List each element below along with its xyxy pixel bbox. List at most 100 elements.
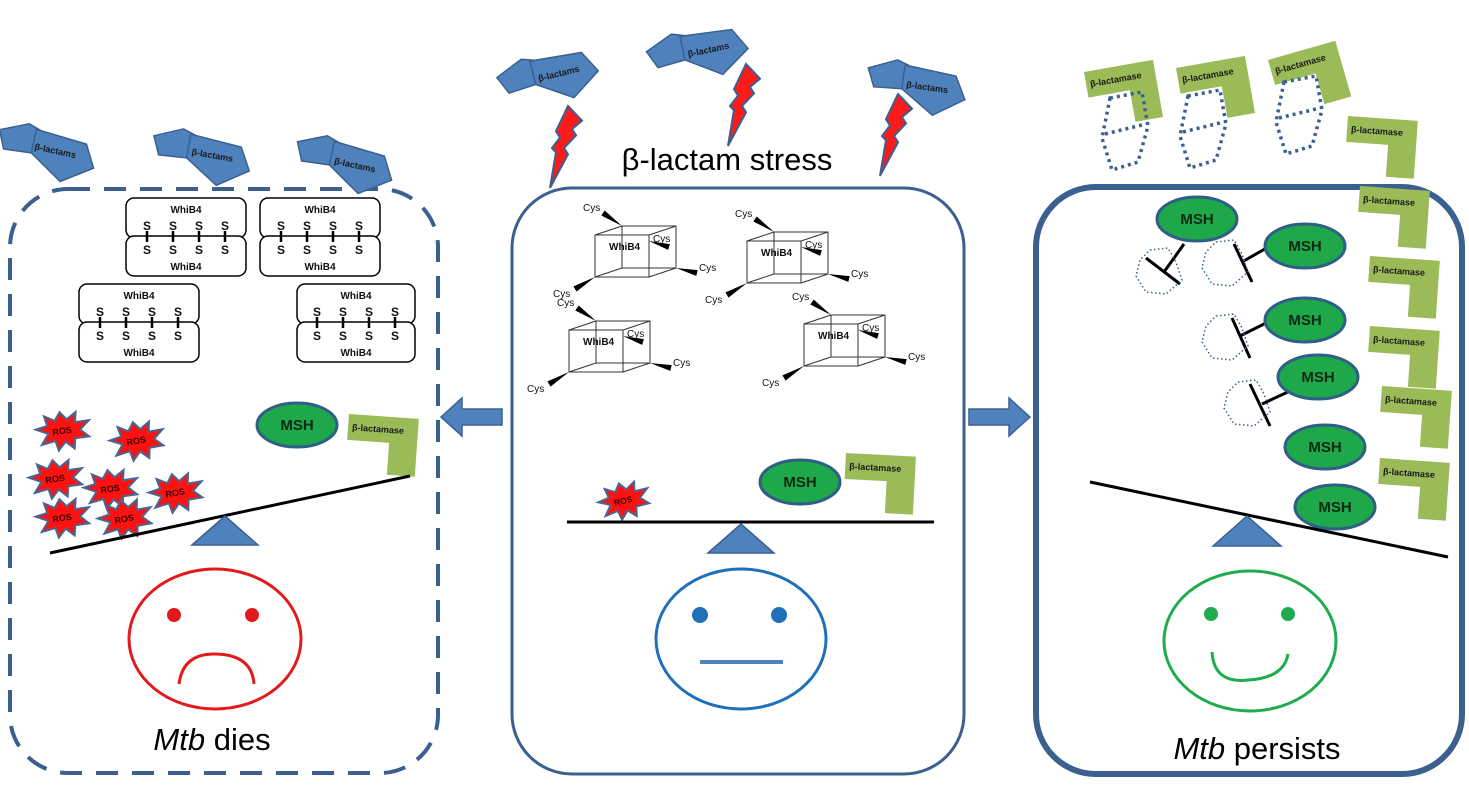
balance-beam bbox=[49, 474, 411, 555]
drug-molecule: β-lactams bbox=[0, 117, 101, 189]
stress-title: β-lactam stress bbox=[622, 142, 833, 177]
sulfur-label: S bbox=[169, 243, 177, 257]
svg-text:MSH: MSH bbox=[1180, 211, 1213, 228]
cys-bond bbox=[828, 274, 850, 282]
cys-bond bbox=[573, 277, 595, 292]
beta-lactamase: β-lactamase bbox=[842, 453, 916, 515]
svg-text:ROS: ROS bbox=[52, 425, 73, 438]
msh-conjugate: MSH bbox=[1135, 195, 1239, 295]
svg-text:β-lactamase: β-lactamase bbox=[1373, 334, 1426, 348]
left-panel: β-lactams β-lactams β-lactams WhiB4 WhiB… bbox=[0, 117, 440, 775]
sulfur-label: S bbox=[391, 305, 399, 319]
sulfur-label: S bbox=[174, 305, 182, 319]
svg-text:β-lactamase: β-lactamase bbox=[1383, 466, 1436, 480]
whib4-label: WhiB4 bbox=[609, 242, 641, 253]
sulfur-label: S bbox=[148, 329, 156, 343]
drug-molecule: β-lactams bbox=[493, 41, 604, 116]
svg-text:MSH: MSH bbox=[1301, 369, 1334, 386]
beta-lactamase: β-lactamase bbox=[1365, 326, 1440, 389]
svg-text:β-lactamase: β-lactamase bbox=[352, 422, 405, 436]
svg-text:MSH: MSH bbox=[1288, 312, 1321, 329]
drug-molecule: β-lactams bbox=[643, 18, 753, 90]
cys-bond bbox=[601, 210, 622, 226]
svg-text:ROS: ROS bbox=[114, 512, 135, 525]
sulfur-label: S bbox=[169, 219, 177, 233]
beta-lactamase: β-lactamase bbox=[1268, 40, 1352, 116]
sulfur-label: S bbox=[329, 243, 337, 257]
sulfur-label: S bbox=[96, 305, 104, 319]
svg-text:WhiB4: WhiB4 bbox=[304, 205, 336, 216]
ros-burst: ROS bbox=[593, 476, 655, 526]
happy-face-icon bbox=[1162, 569, 1338, 713]
cys-label: Cys bbox=[851, 269, 868, 280]
svg-text:WhiB4: WhiB4 bbox=[123, 348, 155, 359]
sulfur-label: S bbox=[313, 305, 321, 319]
cys-label: Cys bbox=[557, 298, 574, 309]
sulfur-label: S bbox=[339, 305, 347, 319]
cys-bond bbox=[885, 357, 907, 365]
svg-text:ROS: ROS bbox=[165, 486, 186, 499]
sulfur-label: S bbox=[143, 219, 151, 233]
msh-molecule: MSH bbox=[1283, 423, 1367, 471]
cell-membrane bbox=[510, 186, 966, 776]
beta-lactamase: β-lactamase bbox=[1365, 256, 1440, 319]
cys-label: Cys bbox=[908, 352, 925, 363]
whib4-label: WhiB4 bbox=[583, 337, 615, 348]
balance-fulcrum bbox=[706, 523, 776, 554]
cys-label: Cys bbox=[653, 234, 670, 245]
cys-bond bbox=[547, 372, 569, 387]
cys-bond bbox=[649, 241, 670, 250]
cys-label: Cys bbox=[862, 323, 879, 334]
sulfur-label: S bbox=[313, 329, 321, 343]
cys-label: Cys bbox=[762, 378, 779, 389]
sulfur-label: S bbox=[355, 243, 363, 257]
cys-bond bbox=[650, 363, 672, 371]
sulfur-label: S bbox=[355, 219, 363, 233]
cys-label: Cys bbox=[627, 329, 644, 340]
sulfur-label: S bbox=[329, 219, 337, 233]
sulfur-label: S bbox=[339, 329, 347, 343]
balance-fulcrum bbox=[190, 515, 260, 546]
msh-molecule: MSH bbox=[758, 458, 842, 506]
cys-bond bbox=[782, 366, 804, 381]
outcome-caption-persists: Mtb persists bbox=[1173, 731, 1340, 766]
ros-burst: ROS bbox=[145, 468, 208, 518]
svg-text:β-lactamase: β-lactamase bbox=[1385, 394, 1438, 408]
beta-lactamase: β-lactamase bbox=[1377, 386, 1452, 449]
balance-fulcrum bbox=[1211, 514, 1283, 547]
drug-molecule: β-lactams bbox=[862, 55, 970, 121]
ros-burst: ROS bbox=[106, 416, 169, 466]
cys-label: Cys bbox=[699, 263, 716, 274]
cys-bond bbox=[858, 330, 879, 339]
sulfur-label: S bbox=[365, 305, 373, 319]
beta-lactamase: β-lactamase bbox=[1343, 116, 1418, 179]
sulfur-label: S bbox=[148, 305, 156, 319]
cys-bond bbox=[810, 299, 831, 315]
arrow-right-icon bbox=[968, 396, 1032, 438]
ros-burst: ROS bbox=[32, 494, 94, 542]
cys-bond bbox=[801, 247, 822, 256]
msh-conjugate: MSH bbox=[1223, 353, 1360, 427]
svg-text:WhiB4: WhiB4 bbox=[340, 291, 372, 302]
svg-text:WhiB4: WhiB4 bbox=[304, 262, 336, 273]
sulfur-label: S bbox=[277, 219, 285, 233]
svg-text:ROS: ROS bbox=[126, 434, 147, 447]
sulfur-label: S bbox=[303, 243, 311, 257]
beta-lactamase: β-lactamase bbox=[1084, 59, 1164, 130]
sulfur-label: S bbox=[365, 329, 373, 343]
sulfur-label: S bbox=[122, 329, 130, 343]
cys-label: Cys bbox=[705, 295, 722, 306]
ros-burst: ROS bbox=[94, 494, 157, 544]
cys-bond bbox=[623, 336, 644, 345]
cys-bond bbox=[676, 268, 698, 276]
degraded-drug bbox=[1178, 88, 1228, 170]
center-panel: β-lactam stress β-lactams β-lactams β-la… bbox=[493, 18, 970, 776]
cys-label: Cys bbox=[735, 209, 752, 220]
